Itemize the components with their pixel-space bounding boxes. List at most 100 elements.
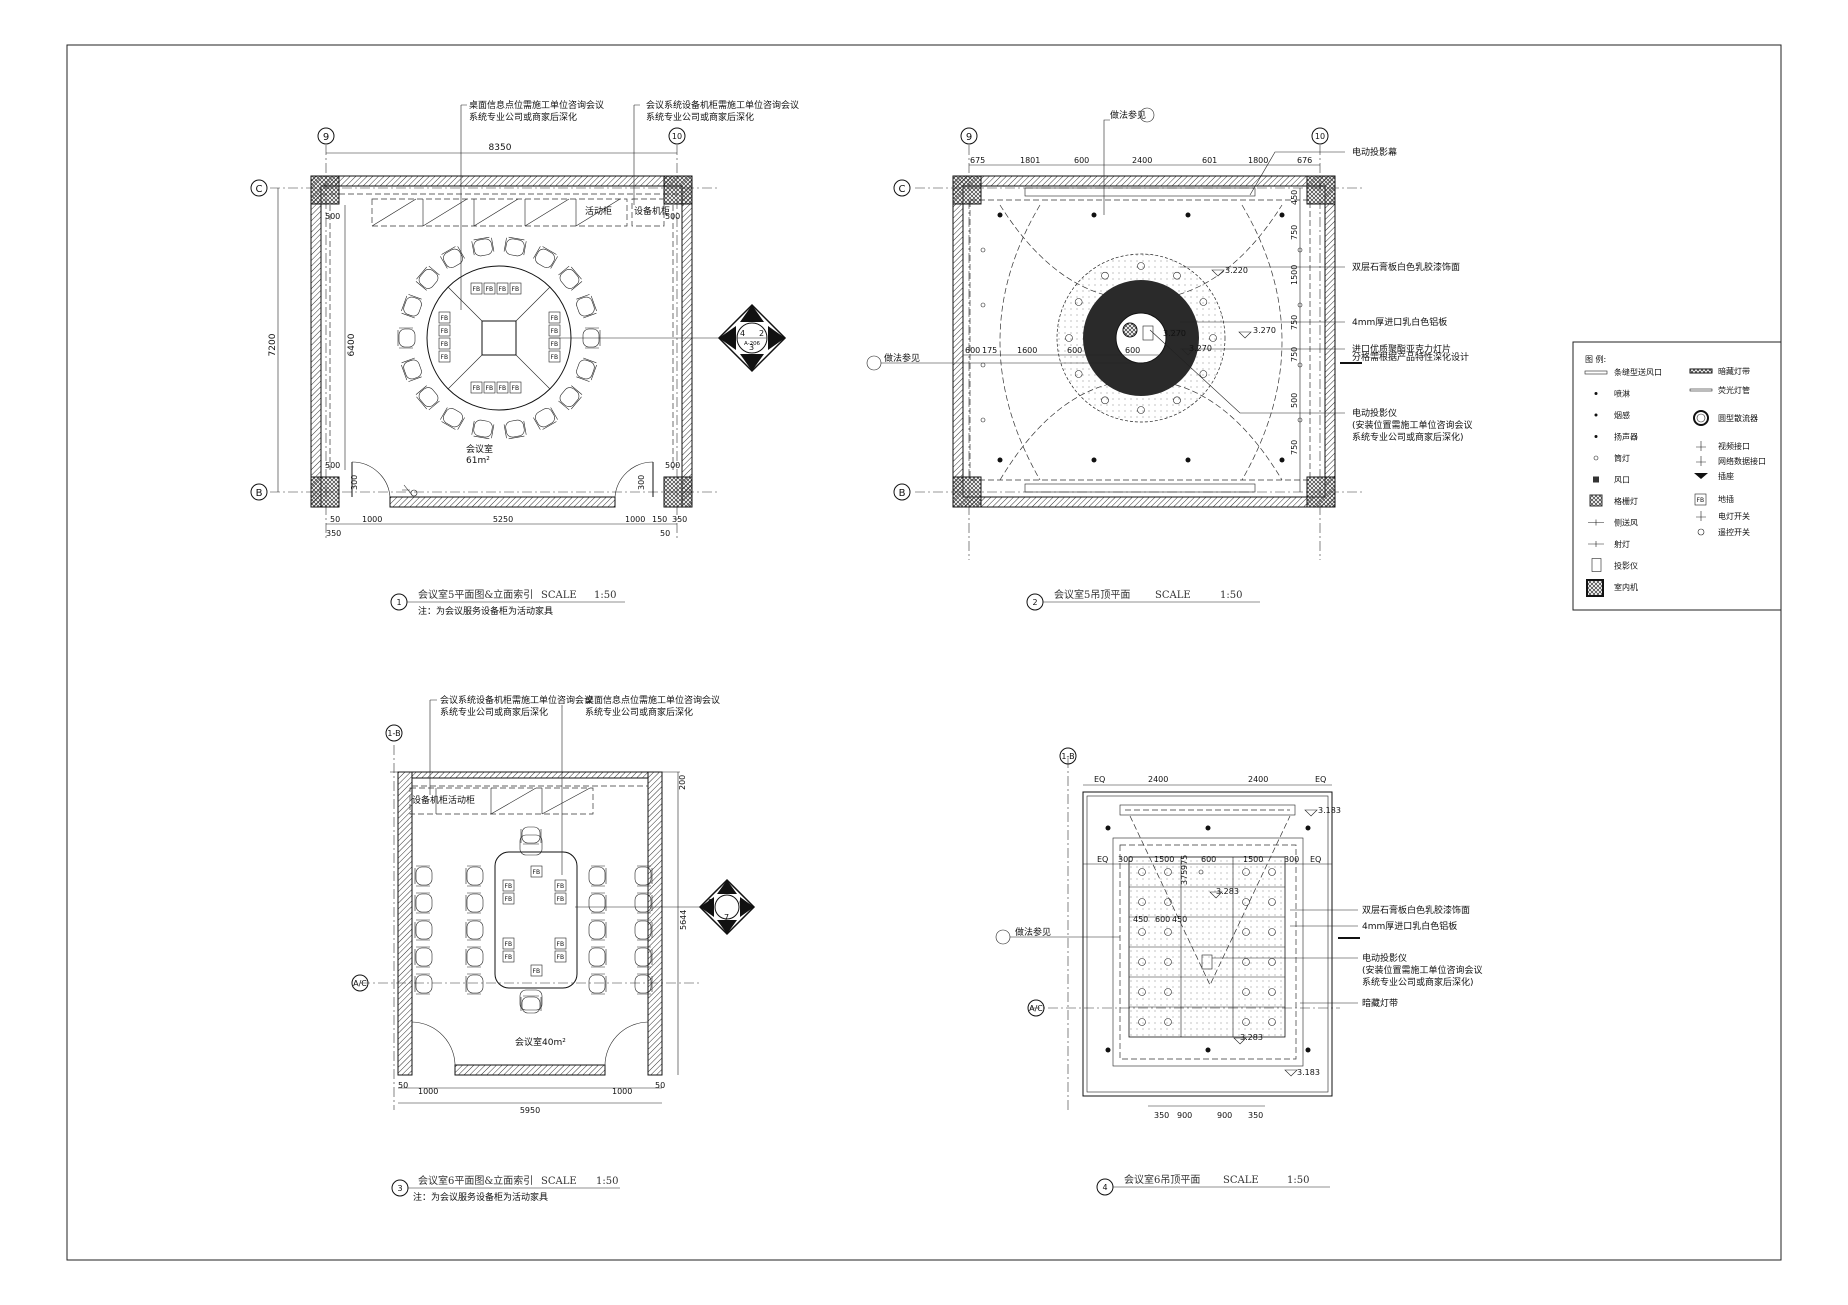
legend-item: 遥控开关: [1697, 527, 1750, 537]
shape: [1696, 441, 1706, 451]
svg-text:3: 3: [397, 1184, 402, 1193]
chair-back: [637, 865, 653, 887]
floor-box-label: FB: [505, 941, 513, 948]
downlight: [1101, 271, 1109, 280]
svg-text:50: 50: [660, 529, 670, 538]
index-sheet-ref: A-206: [744, 341, 761, 347]
door-left: [351, 461, 391, 498]
chair-seat: [634, 947, 652, 967]
floor-box-outline: [530, 964, 543, 977]
chair-back: [414, 973, 430, 995]
floor-box: FB: [470, 282, 483, 295]
svg-text:3.183: 3.183: [1318, 806, 1341, 815]
legend-item: 插座: [1694, 471, 1734, 481]
floor-box: FB: [548, 350, 561, 363]
floor-box-outline: [438, 311, 451, 324]
shape: [1591, 558, 1602, 572]
sprinkler: [1205, 1047, 1211, 1053]
svg-text:会议室6吊顶平面: 会议室6吊顶平面: [1124, 1173, 1200, 1186]
legend-label: 扬声器: [1614, 432, 1638, 442]
chair-seat: [398, 328, 416, 348]
svg-text:300: 300: [637, 475, 646, 490]
floor-box-label: FB: [551, 341, 559, 348]
chair-seat: [415, 866, 433, 886]
svg-text:3.270: 3.270: [1163, 329, 1186, 338]
svg-text:活动柜: 活动柜: [448, 794, 475, 806]
chair-seat: [418, 268, 439, 289]
svg-text:4mm厚进口乳白色铝板: 4mm厚进口乳白色铝板: [1362, 920, 1457, 932]
floor-box: FB: [554, 892, 567, 905]
ref-callout-top: 做法参见: [1103, 107, 1155, 215]
chair-seat: [535, 248, 555, 268]
floor-box: FB: [548, 311, 561, 324]
chair-back: [591, 946, 607, 968]
floor-box: FB: [470, 381, 483, 394]
chair: [533, 407, 558, 430]
downlight: [1138, 1018, 1146, 1026]
chair: [415, 265, 440, 291]
downlight: [1268, 958, 1276, 966]
door-right: [614, 461, 654, 498]
svg-text:2400: 2400: [1132, 156, 1152, 165]
sprinkler: [1185, 212, 1191, 218]
svg-text:750: 750: [1290, 315, 1299, 330]
shape: [1694, 473, 1708, 479]
chair: [634, 946, 653, 968]
floor-box-outline: [483, 282, 496, 295]
floor-box-label: FB: [505, 883, 513, 890]
chair-back: [591, 892, 607, 914]
svg-text:4mm厚进口乳白色铝板: 4mm厚进口乳白色铝板: [1352, 316, 1447, 328]
elevation-index-symbol: 5 8 6 7: [575, 878, 756, 936]
svg-text:2: 2: [759, 329, 764, 338]
chair: [588, 973, 607, 995]
svg-text:(安装位置需施工单位咨询会议: (安装位置需施工单位咨询会议: [1362, 964, 1483, 976]
floor-box-outline: [554, 950, 567, 963]
legend-label: 烟感: [1614, 410, 1630, 420]
svg-text:7200: 7200: [268, 333, 278, 356]
svg-text:(安装位置需施工单位咨询会议: (安装位置需施工单位咨询会议: [1352, 419, 1473, 431]
grid-bubble-10: 10: [1311, 127, 1329, 145]
remote-switch-icon: [1697, 528, 1705, 536]
svg-text:系统专业公司或商家后深化): 系统专业公司或商家后深化): [1352, 431, 1464, 443]
floor-box-label: FB: [557, 896, 565, 903]
floor-box: FB: [438, 311, 451, 324]
chair: [440, 246, 465, 269]
chair-back: [465, 973, 481, 995]
svg-text:SCALE: SCALE: [541, 1176, 577, 1187]
ceiling-feature-circle: [1056, 253, 1226, 423]
grid-bubble-10: 10: [668, 127, 686, 145]
legend-label: 风口: [1614, 476, 1630, 485]
svg-text:1500: 1500: [1154, 855, 1174, 864]
floor-box: FB: [483, 381, 496, 394]
chair: [520, 995, 542, 1014]
chair: [465, 946, 484, 968]
downlight: [1074, 370, 1083, 378]
sprinkler: [1279, 457, 1285, 463]
floor-box-outline: [470, 381, 483, 394]
svg-text:3.283: 3.283: [1240, 1033, 1263, 1042]
svg-text:SCALE: SCALE: [1155, 590, 1191, 601]
floor-box-outline: [554, 937, 567, 950]
projection-screen: [1024, 187, 1256, 197]
svg-text:300: 300: [350, 475, 359, 490]
svg-text:50: 50: [330, 515, 340, 524]
floor-box-icon: FB: [1694, 493, 1707, 506]
svg-text:会议室5平面图&立面索引: 会议室5平面图&立面索引: [418, 588, 533, 601]
svg-text:2400: 2400: [1148, 775, 1168, 784]
svg-text:电动投影幕: 电动投影幕: [1352, 146, 1397, 158]
chair-seat: [521, 826, 541, 844]
chair: [465, 865, 484, 887]
svg-text:会议室5吊顶平面: 会议室5吊顶平面: [1054, 588, 1130, 601]
svg-text:系统专业公司或商家后深化: 系统专业公司或商家后深化: [585, 706, 693, 718]
svg-text:350: 350: [1154, 1111, 1169, 1120]
chair-back: [401, 357, 422, 382]
chair-seat: [473, 419, 493, 438]
chair: [397, 327, 416, 349]
svg-text:500: 500: [325, 461, 340, 470]
floor-box: FB: [554, 937, 567, 950]
svg-text:系统专业公司或商家后深化: 系统专业公司或商家后深化: [440, 706, 548, 718]
chair-seat: [466, 920, 484, 940]
